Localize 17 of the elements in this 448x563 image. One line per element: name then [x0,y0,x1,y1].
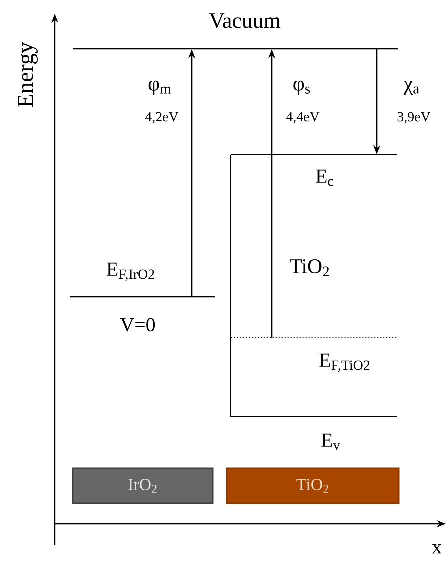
axis-label: Energy [18,42,38,108]
symbol-label: φ$_{m}$ [148,80,172,96]
potential-label: V=0 [120,318,156,332]
level-label: E$_{F,IrO2}$ [107,262,154,282]
level-label: E$_{F,TiO2}$ [320,354,370,372]
symbol-label: φ$_{s}$ [294,80,310,96]
level-label: Vacuum [209,14,281,28]
value-label: 3,9eV [398,112,431,124]
value-label: 4,2eV [145,112,179,124]
material-box: IrO$_{2}$ [72,468,214,504]
symbol-label: χ$_{a}$ [404,80,420,96]
material-box: TiO$_{2}$ [226,468,400,504]
value-label: 4,4eV [286,112,320,124]
axis-label: x [432,544,442,554]
material-label: TiO$_{2}$ [290,260,330,276]
level-label: E$_{c}$ [316,170,334,186]
level-label: E$_{v}$ [322,434,340,450]
